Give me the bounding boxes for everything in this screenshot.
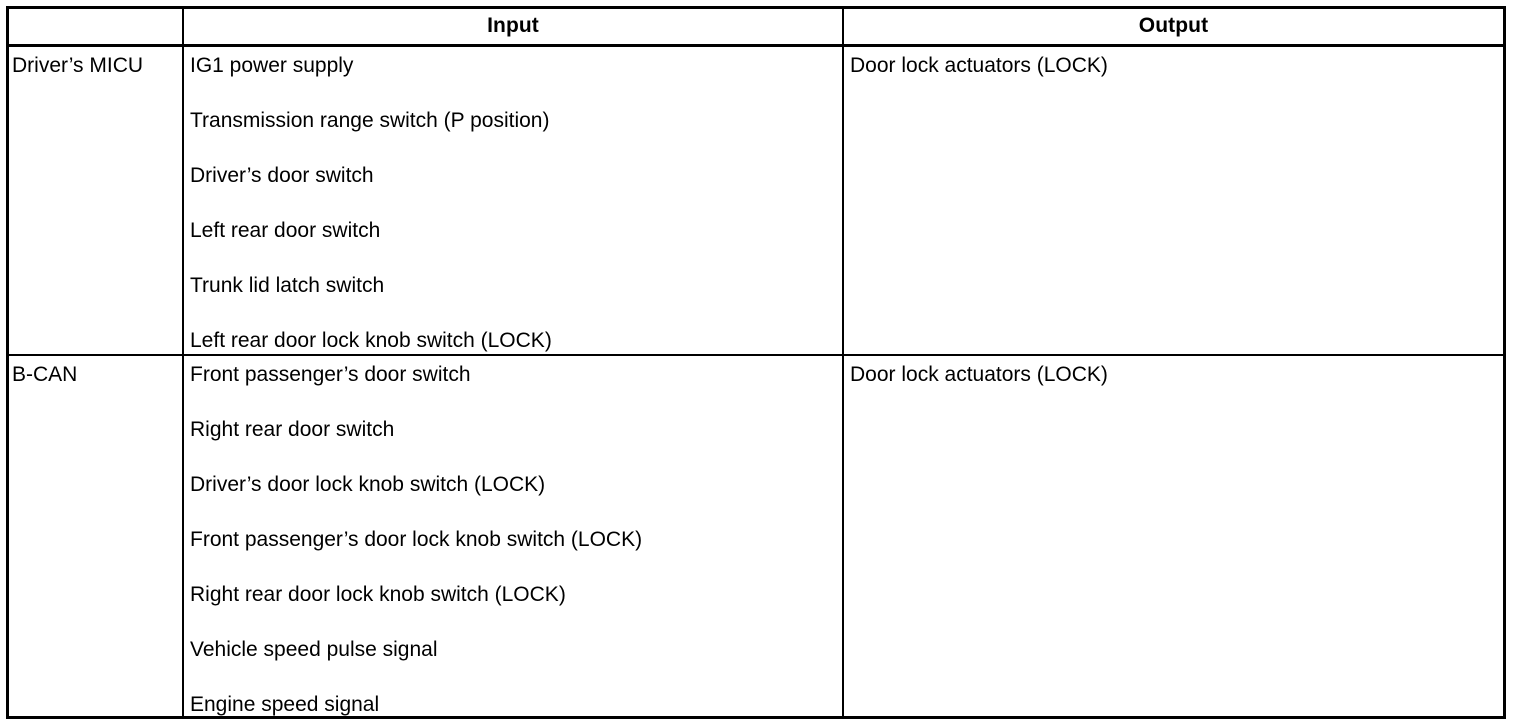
header-row: Input Output xyxy=(9,9,1503,47)
table-header: Input Output xyxy=(9,9,1503,47)
source-label: Driver’s MICU xyxy=(12,53,144,77)
output-list: Door lock actuators (LOCK) xyxy=(850,53,1503,79)
list-item: Transmission range switch (P position) xyxy=(190,108,550,132)
table-body: Driver’s MICU IG1 power supply Transmiss… xyxy=(9,45,1503,718)
list-item: Driver’s door lock knob switch (LOCK) xyxy=(190,472,546,496)
cell-input: IG1 power supply Transmission range swit… xyxy=(183,45,844,355)
input-output-table: Input Output Driver’s MICU IG1 power sup… xyxy=(9,9,1503,718)
list-item: Right rear door lock knob switch (LOCK) xyxy=(190,582,566,606)
cell-output: Door lock actuators (LOCK) xyxy=(843,353,1503,718)
output-list: Door lock actuators (LOCK) xyxy=(850,362,1503,388)
column-header-input: Input xyxy=(183,9,844,47)
cell-source: Driver’s MICU xyxy=(9,45,184,355)
cell-source: B-CAN xyxy=(9,353,184,718)
list-item: Trunk lid latch switch xyxy=(190,273,385,297)
table-row: B-CAN Front passenger’s door switch Righ… xyxy=(9,353,1503,718)
list-item: Door lock actuators (LOCK) xyxy=(850,53,1108,77)
source-label: B-CAN xyxy=(12,362,78,386)
list-item: Left rear door switch xyxy=(190,218,381,242)
column-header-output: Output xyxy=(843,9,1503,47)
table-row: Driver’s MICU IG1 power supply Transmiss… xyxy=(9,45,1503,355)
column-header-source xyxy=(9,9,184,47)
list-item: Vehicle speed pulse signal xyxy=(190,637,438,661)
list-item: Left rear door lock knob switch (LOCK) xyxy=(190,328,552,352)
list-item: Front passenger’s door lock knob switch … xyxy=(190,527,643,551)
list-item: Driver’s door switch xyxy=(190,163,374,187)
input-list: IG1 power supply Transmission range swit… xyxy=(190,53,842,354)
cell-input: Front passenger’s door switch Right rear… xyxy=(183,353,844,718)
list-item: Door lock actuators (LOCK) xyxy=(850,362,1108,386)
list-item: Engine speed signal xyxy=(190,692,380,716)
list-item: IG1 power supply xyxy=(190,53,354,77)
list-item: Front passenger’s door switch xyxy=(190,362,471,386)
io-table-container: Input Output Driver’s MICU IG1 power sup… xyxy=(6,6,1506,719)
cell-output: Door lock actuators (LOCK) xyxy=(843,45,1503,355)
list-item: Right rear door switch xyxy=(190,417,395,441)
input-list: Front passenger’s door switch Right rear… xyxy=(190,362,842,718)
